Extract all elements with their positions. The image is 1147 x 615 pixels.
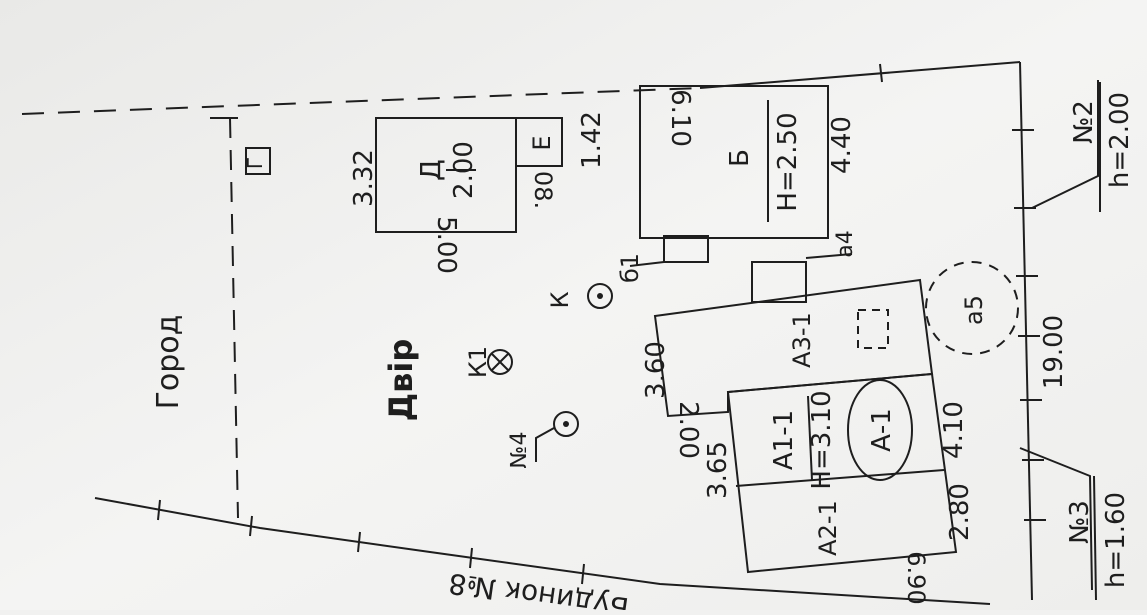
- label-d: Д: [414, 159, 447, 181]
- building-e: [515, 117, 563, 167]
- label-b-height: H=2.50: [773, 112, 803, 211]
- label-a4: а4: [833, 230, 858, 257]
- k1-symbol: [487, 349, 513, 375]
- label-a1-1: А1-1: [769, 410, 799, 470]
- label-e: Е: [528, 135, 556, 150]
- label-k: К: [546, 291, 574, 308]
- dashed-circle-a5: [925, 261, 1019, 355]
- n3-fraction-line: [1093, 475, 1097, 601]
- tick-bottom-1: [157, 499, 161, 521]
- n4-dot: [563, 421, 569, 427]
- plot-boundary-right: [1019, 61, 1033, 601]
- tick-bottom-4: [469, 547, 473, 569]
- well-k-dot: [597, 293, 603, 299]
- label-n4: №4: [507, 432, 532, 469]
- label-a3-1: А3-1: [788, 312, 816, 368]
- plot-boundary-bottom: [94, 497, 991, 605]
- label-dim-410: 4.10: [939, 401, 969, 459]
- k-leader-line: [629, 261, 665, 267]
- label-dim-360: 3.60: [641, 341, 671, 399]
- label-e-dim2: 08.: [529, 171, 557, 209]
- label-b-side: 4.40: [827, 116, 857, 174]
- label-dim-365: 3.65: [703, 441, 733, 499]
- label-a1-height: H=3.10: [807, 390, 837, 489]
- n2-leader-line: [1031, 80, 1099, 209]
- label-b-name: Б: [725, 149, 755, 167]
- label-dim-200: 2.00: [673, 401, 703, 459]
- porch-a4: [751, 261, 807, 303]
- tick-bottom-3: [357, 531, 361, 553]
- label-g: Г: [243, 157, 267, 169]
- n4-symbol: [553, 411, 579, 437]
- label-yard: Двір: [382, 339, 420, 422]
- n3-leader-line: [1019, 447, 1093, 591]
- label-n3-h: h=1.60: [1101, 492, 1131, 588]
- tick-bottom-5: [581, 563, 585, 585]
- label-b-dim: 6.10: [665, 89, 695, 147]
- label-garden: Город: [151, 315, 186, 410]
- label-n2: №2: [1069, 100, 1099, 144]
- building-d: [375, 117, 517, 233]
- label-circle-a1: [847, 379, 913, 481]
- building-b: [639, 85, 829, 239]
- plot-boundary-top: [699, 61, 1021, 89]
- label-dim-690: 6.90: [902, 551, 930, 604]
- a1-fraction-line: [807, 395, 813, 481]
- label-n3: №3: [1065, 500, 1095, 544]
- box-g: [245, 147, 271, 175]
- label-a5: а5: [960, 295, 988, 325]
- partition-a2-1: [735, 469, 945, 487]
- tick-top-2: [879, 63, 883, 83]
- dashed-rect-inner: [857, 309, 889, 349]
- building-a1-1: [726, 372, 958, 574]
- label-e-dim: 1.42: [577, 111, 607, 169]
- label-d-dim-top: 3.32: [349, 149, 379, 207]
- dashed-boundary-garden: [229, 117, 239, 519]
- label-n2-h: h=2.00: [1105, 92, 1135, 188]
- label-k1: К1: [464, 346, 492, 378]
- label-d-value: 2.00: [449, 141, 479, 199]
- annex-b1: [663, 235, 709, 263]
- label-b1-num: б1: [616, 253, 644, 283]
- n4-leader-line: [535, 427, 555, 462]
- label-a2-1: А2-1: [814, 500, 842, 556]
- a4-leader-line: [805, 253, 853, 259]
- dashed-boundary-top: [21, 87, 701, 115]
- well-k-symbol: [587, 283, 613, 309]
- tick-bottom-2: [249, 515, 253, 537]
- label-a-1: А-1: [867, 408, 897, 452]
- label-d-dim-bottom: 5.00: [431, 216, 461, 274]
- label-dim-280: 2.80: [945, 483, 975, 541]
- k1-cross-b: [491, 353, 509, 371]
- label-dim-1900: 19.00: [1039, 315, 1069, 389]
